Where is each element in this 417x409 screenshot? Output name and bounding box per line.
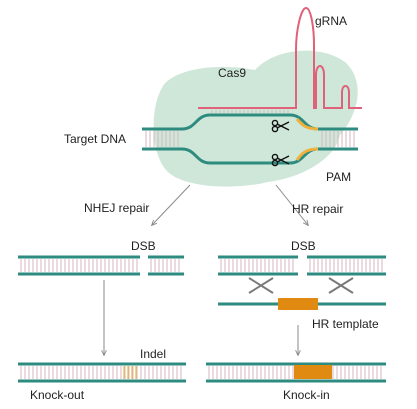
crossover-line — [328, 277, 354, 294]
target-dna-rungs — [145, 131, 355, 147]
nhej-dsb-dna — [18, 255, 184, 276]
hr-repair-label: HR repair — [292, 202, 343, 216]
hr-arrow — [275, 184, 308, 225]
scissors-icon — [271, 119, 290, 133]
knock-out-label: Knock-out — [30, 388, 85, 402]
grna-strand — [198, 6, 362, 109]
grna-label: gRNA — [315, 14, 347, 28]
knock-out-dna — [18, 362, 186, 383]
dsb-label-right: DSB — [291, 239, 316, 253]
cas9-protein — [153, 50, 358, 187]
hr-dsb-dna — [218, 255, 386, 276]
grna-dna-pairing — [211, 110, 289, 113]
nhej-repair-label: NHEJ repair — [84, 201, 149, 215]
knock-in-label: Knock-in — [283, 388, 330, 402]
nhej-arrow — [152, 184, 191, 225]
crossover-line — [248, 277, 274, 294]
pam-bottom-segment — [295, 147, 319, 161]
pam-top-segment — [295, 118, 319, 131]
dsb-label-left: DSB — [131, 239, 156, 253]
indel-label: Indel — [140, 347, 166, 361]
knock-in-insert — [294, 365, 332, 379]
hr-template-label: HR template — [312, 317, 379, 331]
hr-template-insert — [278, 298, 318, 310]
pam-label: PAM — [326, 170, 351, 184]
target-dna-label: Target DNA — [64, 132, 126, 146]
cas9-label: Cas9 — [218, 66, 246, 80]
scissors-icon — [271, 153, 290, 167]
